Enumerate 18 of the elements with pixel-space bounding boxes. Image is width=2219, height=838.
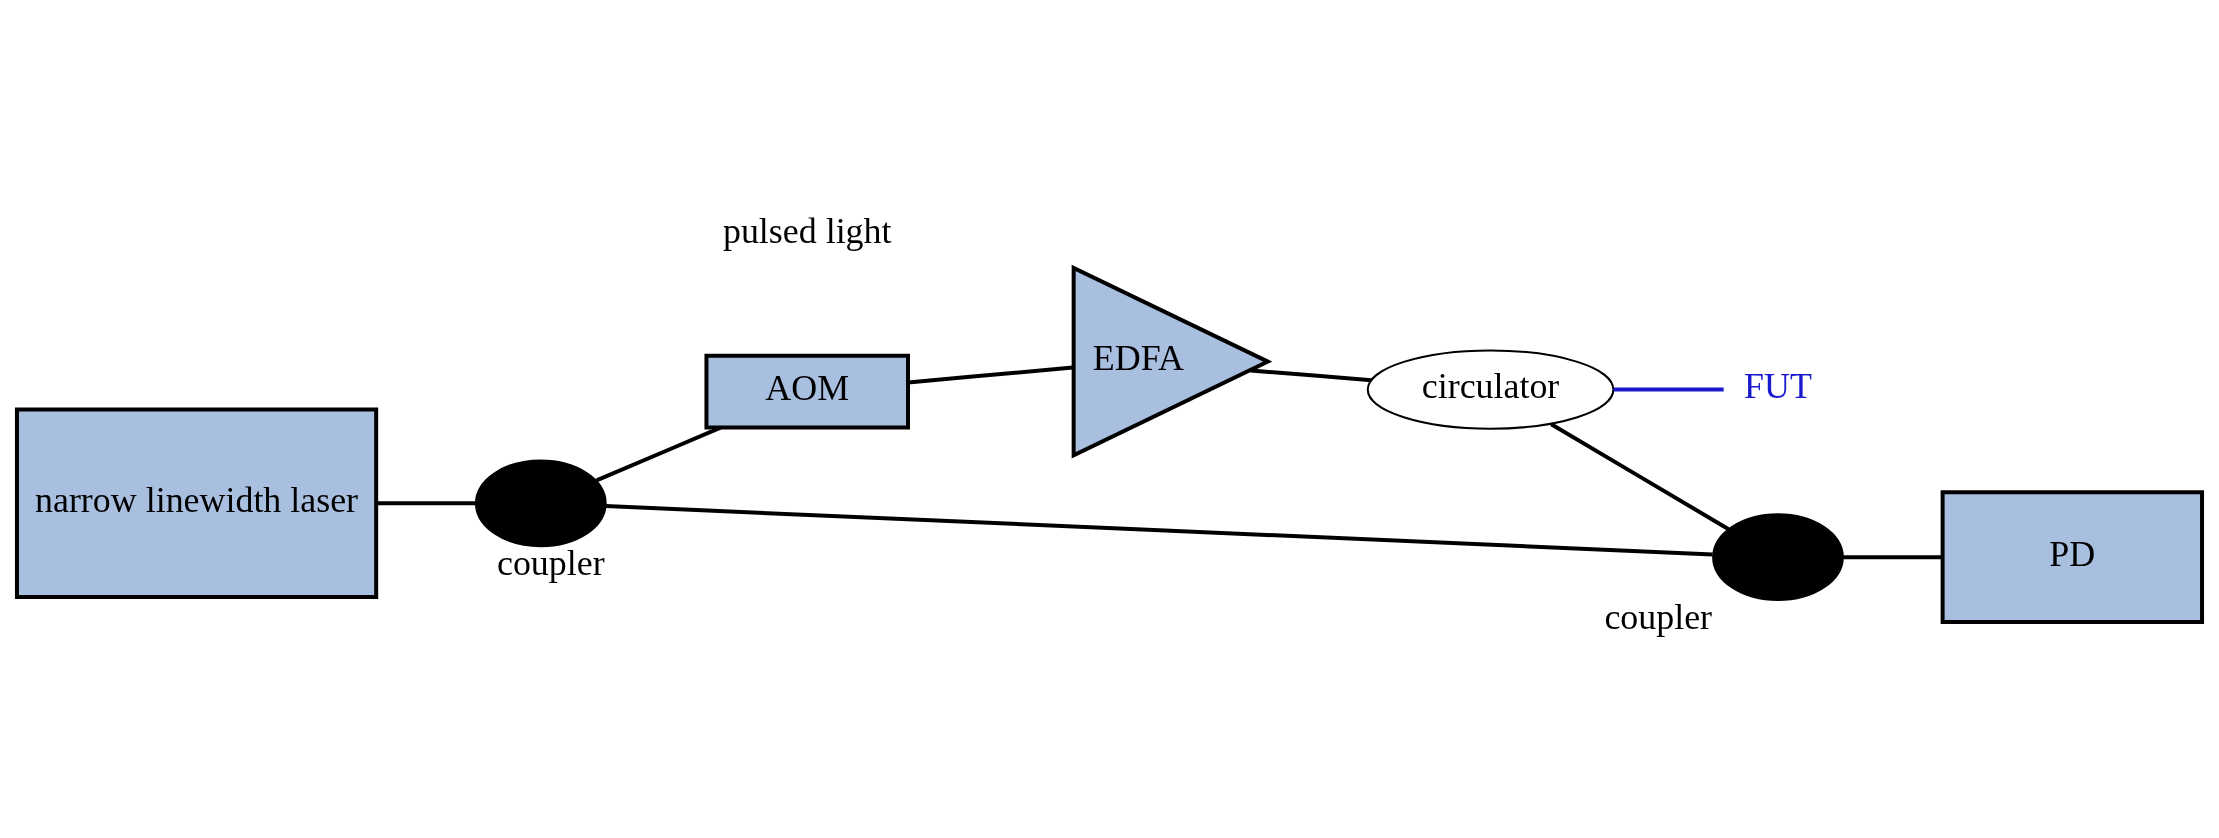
node-box: PD [1940,490,2205,625]
connector [1550,422,1730,531]
node-box: narrow linewidth laser [14,407,379,600]
connector [1613,387,1724,392]
connector [376,501,476,506]
node-label: coupler [1604,596,1713,637]
connector [595,425,722,483]
connector [605,504,1713,557]
node-text: FUT [1744,366,1812,407]
connector [908,365,1073,385]
label: pulsed light [722,210,892,251]
node-box: AOM [704,353,910,430]
node-ellipse [1712,513,1844,602]
node-label: coupler [496,542,605,583]
connector [1842,555,1943,560]
connector [1250,368,1372,383]
node-ellipse [474,459,607,548]
node-ellipse: circulator [1366,349,1615,430]
